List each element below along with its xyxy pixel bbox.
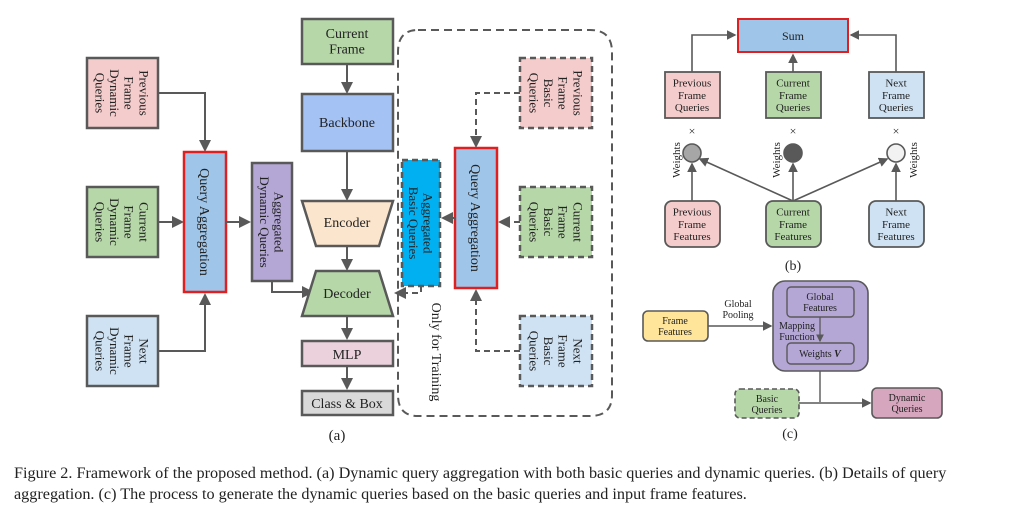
- class-box-output: Class & Box: [300, 389, 395, 417]
- mlp-box: MLP: [300, 339, 395, 368]
- backbone-box: Backbone: [300, 92, 395, 153]
- figure-caption: Figure 2. Framework of the proposed meth…: [14, 464, 947, 503]
- panel-b-label: (b): [785, 259, 802, 274]
- aggregated-dynamic-queries-box: AggregatedDynamic Queries: [250, 161, 294, 283]
- diagram-label: PreviousFrameDynamicQueries: [93, 69, 152, 117]
- next-basic-queries-box: NextFrameBasicQueries: [518, 314, 594, 388]
- prev-basic-queries-box: PreviousFrameBasicQueries: [518, 56, 594, 130]
- diagram-label: Backbone: [319, 116, 375, 131]
- framework-figure: PreviousFrameDynamicQueries CurrentFrame…: [85, 17, 943, 444]
- diagram-label: CurrentFrameDynamicQueries: [93, 198, 152, 246]
- panel-c-label: (c): [782, 427, 798, 442]
- only-for-training-label: Only for Training: [428, 303, 443, 402]
- diagram-label: MLP: [333, 348, 362, 363]
- diagram-label: Encoder: [324, 216, 371, 231]
- panel-a: PreviousFrameDynamicQueries CurrentFrame…: [85, 17, 613, 444]
- diagram-label: PreviousFrameBasicQueries: [527, 70, 586, 116]
- weights-label: Weights: [671, 142, 683, 178]
- diagram-label: Sum: [782, 29, 805, 43]
- diagram-label: Class & Box: [311, 397, 383, 412]
- diagram-label: NextFrameBasicQueries: [527, 331, 586, 371]
- times-sign: ×: [790, 124, 797, 138]
- diagram-label: AggregatedDynamic Queries: [257, 176, 287, 267]
- diagram-label: NextFrameDynamicQueries: [93, 327, 152, 375]
- aggregated-basic-queries-box: AggregatedBasic Queries: [400, 158, 442, 288]
- weights-label: Weights: [771, 142, 783, 178]
- weight-node-prev: [682, 143, 702, 163]
- diagram-label: Query Aggregation: [196, 168, 211, 276]
- times-sign: ×: [893, 124, 900, 138]
- sum-box: Sum: [737, 18, 849, 53]
- times-sign: ×: [689, 124, 696, 138]
- cur-basic-queries-box: CurrentFrameBasicQueries: [518, 185, 594, 259]
- training-region: [397, 29, 613, 417]
- diagram-label: Decoder: [323, 287, 371, 302]
- weight-node-current: [783, 143, 803, 163]
- weights-label: Weights: [908, 142, 920, 178]
- next-dynamic-queries-box: NextFrameDynamicQueries: [85, 314, 160, 388]
- weight-node-next: [886, 143, 906, 163]
- query-aggregation-left: Query Aggregation: [182, 150, 228, 294]
- encoder-box: Encoder: [300, 199, 395, 248]
- weights-v-box: [786, 342, 855, 365]
- decoder-box: Decoder: [300, 269, 395, 318]
- panel-a-label: (a): [329, 428, 346, 444]
- query-aggregation-right: Query Aggregation: [453, 146, 499, 290]
- diagram-label: AggregatedBasic Queries: [406, 187, 436, 260]
- weights-v-label: Weights V: [799, 349, 842, 360]
- cur-dynamic-queries-box: CurrentFrameDynamicQueries: [85, 185, 160, 259]
- prev-dynamic-queries-box: PreviousFrameDynamicQueries: [85, 56, 160, 130]
- diagram-label: CurrentFrameBasicQueries: [527, 202, 586, 242]
- diagram-label: Query Aggregation: [467, 164, 482, 272]
